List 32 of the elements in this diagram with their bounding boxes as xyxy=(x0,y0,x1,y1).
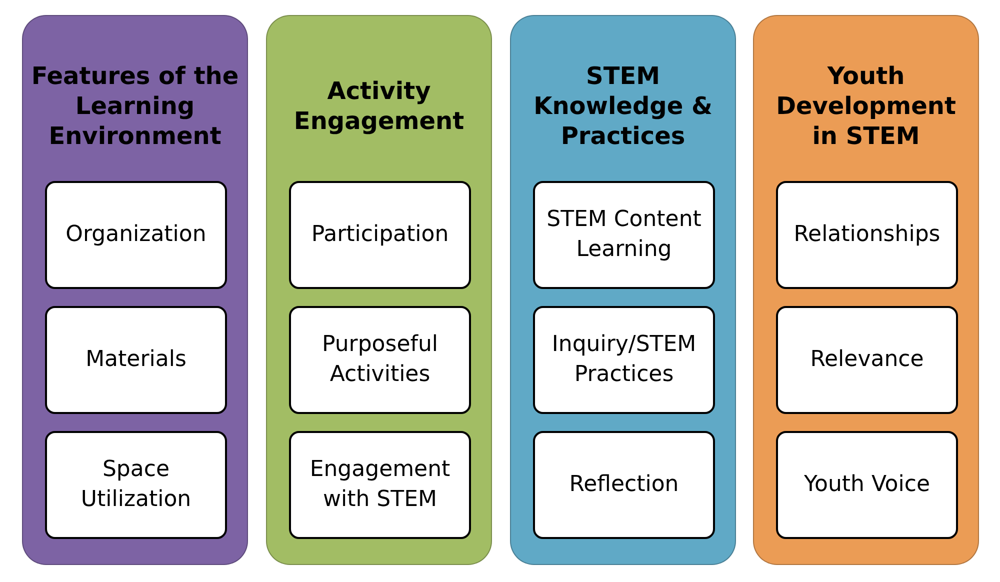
item-box xyxy=(533,181,715,289)
item-box xyxy=(776,431,958,539)
item-box xyxy=(289,306,471,414)
item-box xyxy=(533,431,715,539)
category-column xyxy=(266,15,492,565)
item-label: Participation xyxy=(310,221,450,250)
item-label: Space Utilization xyxy=(80,456,192,514)
item-label: Engagement with STEM xyxy=(308,456,452,514)
item-label: Relationships xyxy=(792,221,942,250)
column-heading: STEM Knowledge & Practices xyxy=(532,61,714,152)
item-label: Inquiry/STEM Practices xyxy=(550,331,698,389)
category-column xyxy=(510,15,736,565)
item-box xyxy=(776,181,958,289)
category-column xyxy=(22,15,248,565)
item-label: Youth Voice xyxy=(802,471,932,500)
item-box xyxy=(776,306,958,414)
item-label: Materials xyxy=(84,346,188,374)
item-box xyxy=(45,306,227,414)
item-box xyxy=(45,181,227,289)
category-column xyxy=(753,15,979,565)
item-label: Organization xyxy=(64,221,208,250)
item-label: Relevance xyxy=(809,346,925,374)
item-label: Reflection xyxy=(568,471,680,500)
item-label: Purposeful Activities xyxy=(320,331,440,389)
item-box xyxy=(45,431,227,539)
column-heading: Features of the Learning Environment xyxy=(30,61,240,152)
column-heading: Activity Engagement xyxy=(292,76,466,137)
item-box xyxy=(289,431,471,539)
item-box xyxy=(533,306,715,414)
column-heading: Youth Development in STEM xyxy=(775,61,957,152)
item-box xyxy=(289,181,471,289)
item-label: STEM Content Learning xyxy=(546,206,702,264)
